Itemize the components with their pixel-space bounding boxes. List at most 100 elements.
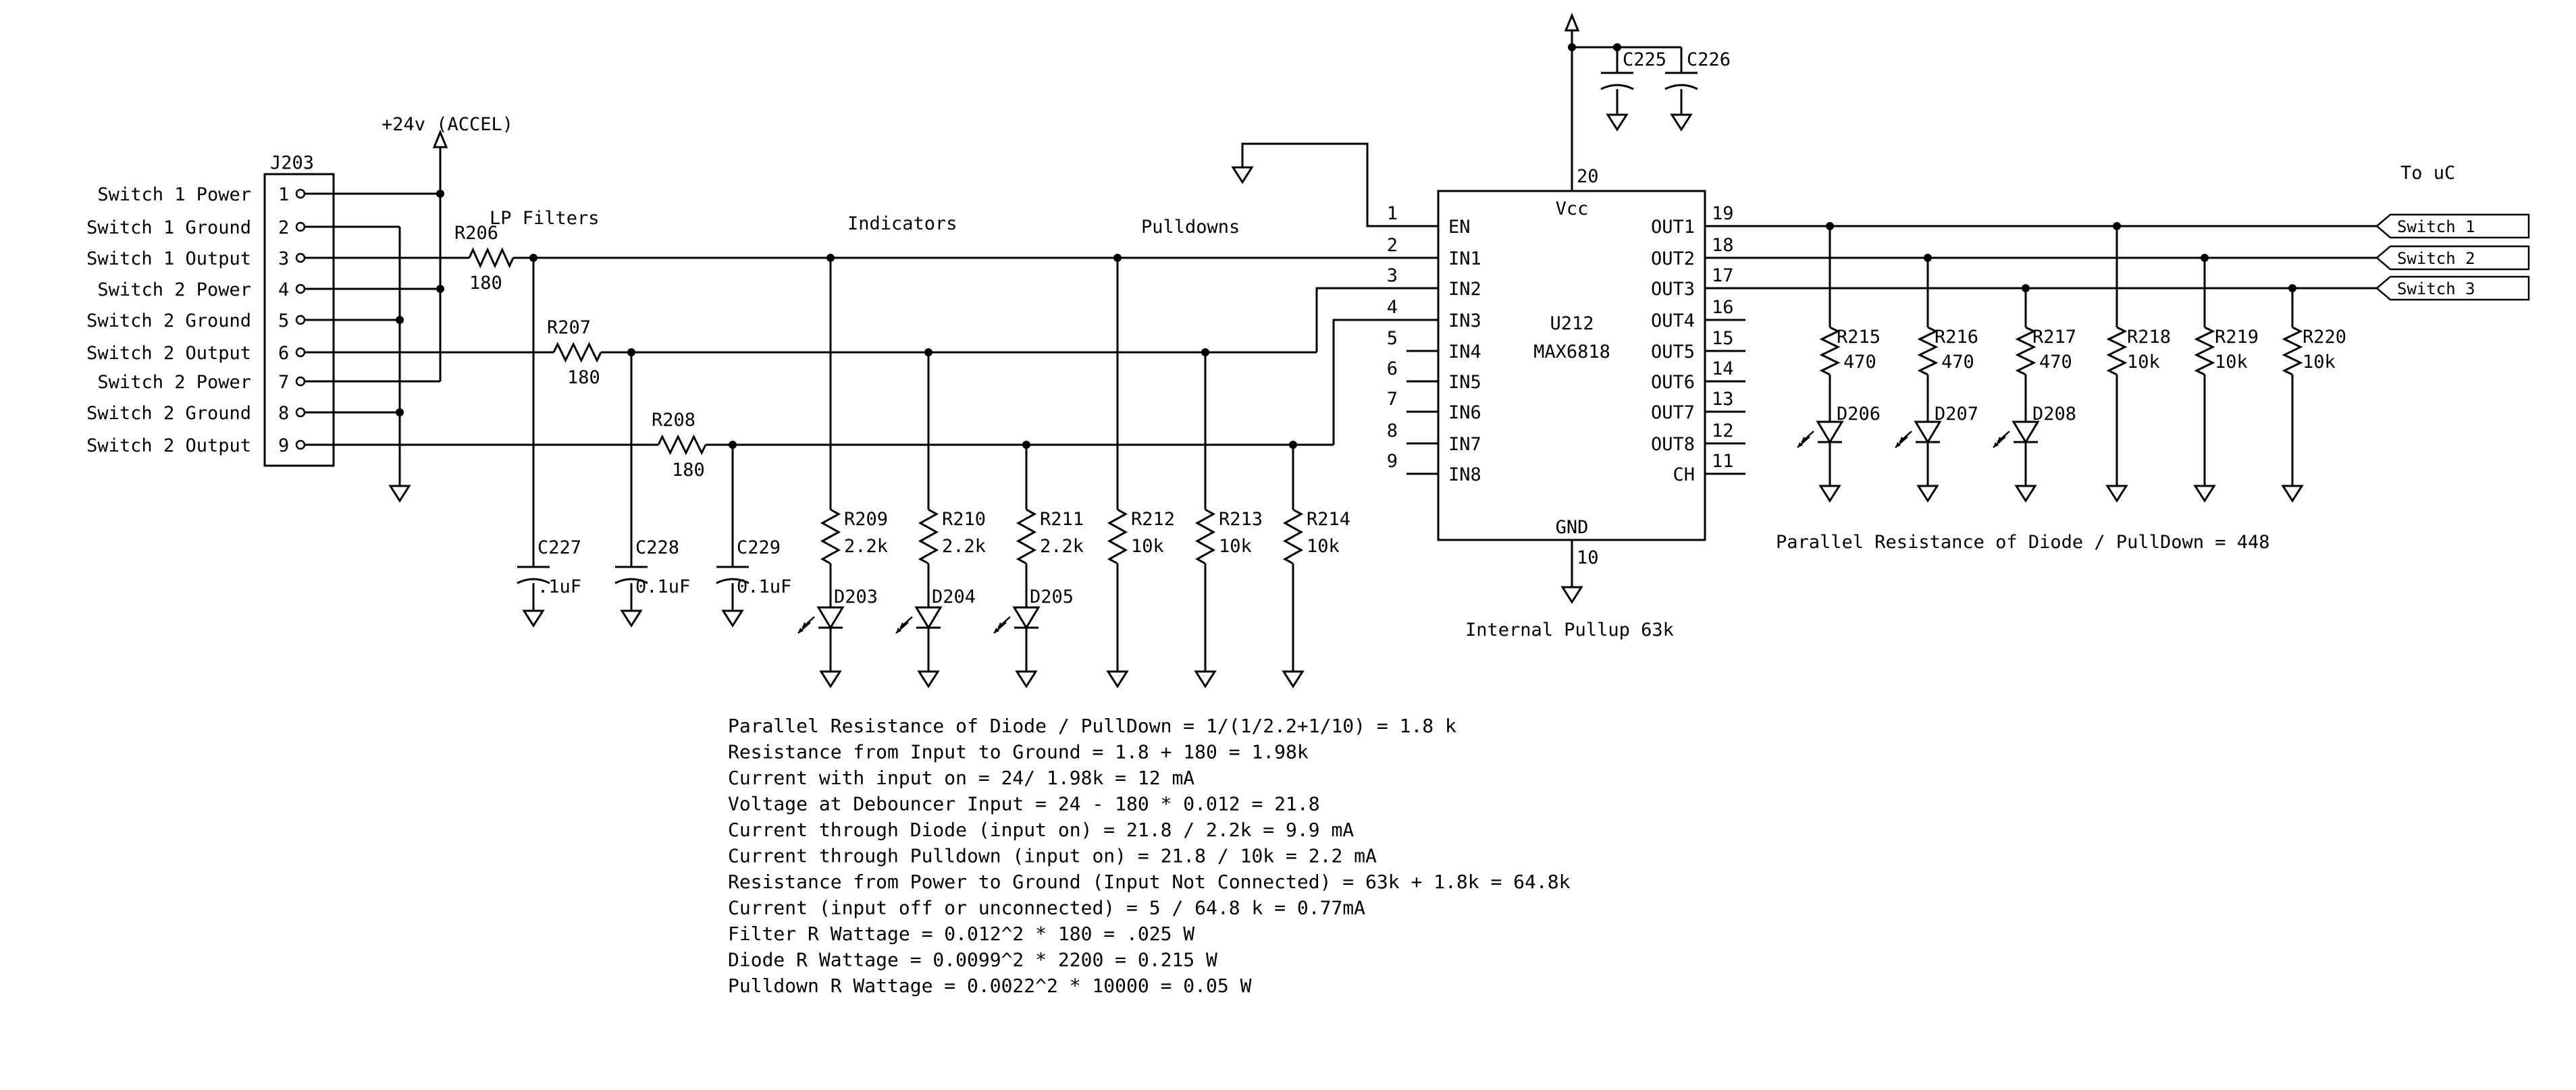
indicator-led-icon — [993, 606, 1041, 634]
ground-symbol — [1670, 113, 1693, 132]
pulldown-resistor — [1194, 508, 1216, 565]
output-resistor-ref: R217 — [2032, 327, 2076, 348]
decoupling-cap-ref: C226 — [1687, 49, 1731, 70]
output-resistor-ref: R216 — [1935, 327, 1978, 348]
connector-pin-number: 1 — [278, 184, 289, 205]
ic-pin-name: OUT2 — [1651, 248, 1695, 269]
wire — [1332, 319, 1407, 445]
filter-cap-ref: C227 — [537, 537, 581, 558]
pulldown-resistor-value: 10k — [1307, 536, 1340, 557]
ic-pin-number: 16 — [1712, 297, 1734, 318]
connector-pin-number: 2 — [278, 217, 289, 238]
output-resistor-ref: R215 — [1837, 327, 1881, 348]
ground-symbol — [2014, 485, 2037, 503]
output-led-ref: D207 — [1935, 404, 1978, 425]
connector-pin-label: Switch 2 Ground — [86, 403, 251, 424]
ic-body — [1437, 190, 1706, 541]
ground-symbol — [1818, 485, 1841, 503]
output-led-icon — [1895, 420, 1942, 448]
indicator-led-ref: D205 — [1030, 587, 1074, 607]
filter-resistor-value: 180 — [672, 460, 705, 481]
filter-cap-ref: C228 — [635, 537, 679, 558]
filter-resistor-r206 — [468, 247, 515, 269]
ground-symbol — [522, 609, 545, 628]
connector-pin-number: 6 — [278, 343, 289, 364]
indicator-resistor — [1016, 508, 1037, 565]
indicator-resistor-value: 2.2k — [942, 536, 986, 557]
ic-note: Internal Pullup 63k — [1465, 620, 1674, 641]
output-port — [2375, 275, 2530, 301]
ground-symbol — [2193, 485, 2216, 503]
output-port — [2375, 245, 2530, 271]
indicator-led-icon — [797, 606, 845, 634]
wire — [1241, 142, 1407, 227]
ic-pin-name: OUT7 — [1651, 402, 1695, 423]
filter-resistor-r208 — [657, 434, 707, 456]
wire — [1315, 287, 1407, 352]
indicator-led-icon — [895, 606, 943, 634]
ground-symbol — [1282, 670, 1305, 688]
indicator-resistor — [820, 508, 841, 565]
output-pulldown-ref: R218 — [2127, 327, 2171, 348]
ic-pin-number: 12 — [1712, 420, 1734, 441]
ic-pin-number: 19 — [1712, 203, 1734, 224]
output-resistor-value: 470 — [1941, 352, 1974, 373]
ic-pin-number: 9 — [1387, 451, 1398, 472]
ic-pin-name: OUT6 — [1651, 372, 1695, 393]
connector-pin-label: Switch 2 Output — [86, 343, 251, 364]
ic-pin-number: 6 — [1387, 358, 1398, 379]
filter-cap-ref: C229 — [737, 537, 781, 558]
ic-pin-number: 1 — [1387, 203, 1398, 224]
output-port — [2375, 213, 2530, 239]
pin-contact — [295, 221, 306, 232]
calculation-line: Current through Pulldown (input on) = 21… — [728, 845, 1377, 867]
filter-resistor-ref: R206 — [454, 223, 498, 244]
pin-contact — [295, 439, 306, 450]
section-label-pulldowns: Pulldowns — [1141, 217, 1240, 238]
connector-pin-label: Switch 2 Power — [97, 372, 251, 393]
output-led-icon — [1797, 420, 1844, 448]
connector-body — [263, 173, 335, 467]
ground-symbol — [620, 609, 643, 628]
pin-contact — [295, 407, 306, 418]
filter-capacitor — [517, 566, 550, 584]
indicator-resistor — [918, 508, 939, 565]
indicator-resistor-value: 2.2k — [1040, 536, 1084, 557]
section-label-to-uc: To uC — [2400, 163, 2455, 184]
calculation-line: Filter R Wattage = 0.012^2 * 180 = .025 … — [728, 923, 1194, 945]
ic-pin-number: 2 — [1387, 235, 1398, 256]
symbols — [263, 13, 2530, 688]
ground-symbol — [2105, 485, 2128, 503]
ic-pin-number: 18 — [1712, 235, 1734, 256]
filter-resistor-value: 180 — [469, 273, 502, 294]
ground-symbol — [917, 670, 940, 688]
filter-resistor-ref: R208 — [652, 410, 695, 431]
ground-symbol — [1015, 670, 1038, 688]
junction-dot — [396, 316, 404, 324]
ground-symbol — [1606, 113, 1629, 132]
power-arrow-icon — [1564, 13, 1580, 32]
filter-resistor-r207 — [552, 342, 602, 363]
output-led-resistor — [2015, 326, 2036, 376]
output-pulldown-value: 10k — [2215, 352, 2248, 373]
ic-pin-number: 5 — [1387, 328, 1398, 349]
ic-pin-name: IN2 — [1448, 279, 1481, 300]
ic-pin-number: 8 — [1387, 420, 1398, 441]
ic-vcc-label: Vcc — [1556, 198, 1589, 219]
ic-pin-name: IN6 — [1448, 402, 1481, 423]
output-pulldown-resistor — [2106, 326, 2128, 376]
calculation-line: Current with input on = 24/ 1.98k = 12 m… — [728, 767, 1194, 789]
ic-pin-number: 14 — [1712, 358, 1734, 379]
ic-pin-name: OUT8 — [1651, 434, 1695, 455]
calculation-line: Pulldown R Wattage = 0.0022^2 * 10000 = … — [728, 975, 1252, 997]
ic-part-number: MAX6818 — [1533, 342, 1610, 362]
connector-ref: J203 — [270, 153, 314, 173]
indicator-led-ref: D204 — [932, 587, 976, 607]
decoupling-capacitor — [1600, 72, 1634, 90]
output-led-ref: D208 — [2032, 404, 2076, 425]
junction-dot — [436, 190, 444, 198]
ground-symbol — [1916, 485, 1939, 503]
power-arrow-icon — [432, 130, 448, 148]
